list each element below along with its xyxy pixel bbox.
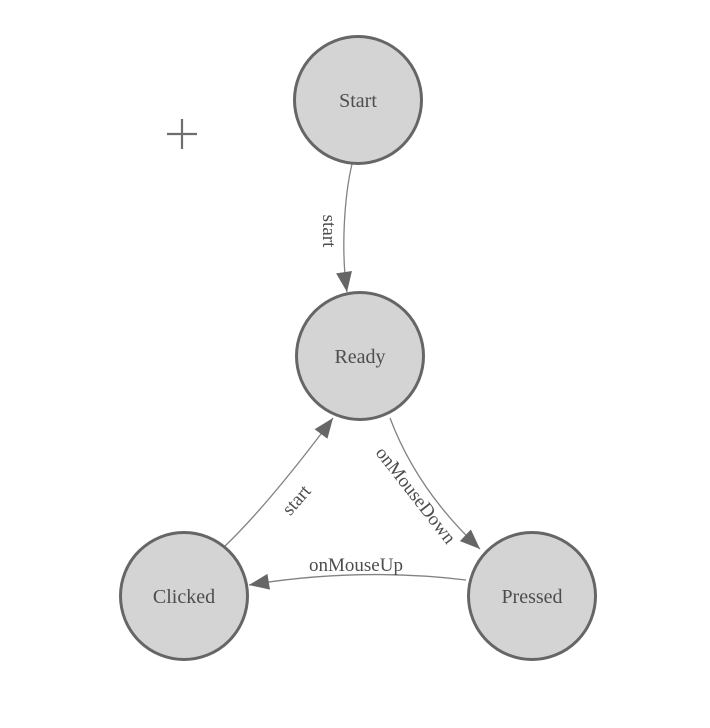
edge-start-to-ready-path[interactable] [336,163,353,293]
plus-crosshair-icon [167,119,197,149]
node-pressed-label: Pressed [501,586,562,608]
node-clicked[interactable]: Clicked [119,531,249,661]
node-clicked-circle[interactable] [119,531,249,661]
edge-pressed-to-clicked-label: onMouseUp [309,555,403,576]
edge-clicked-to-ready: start [223,417,334,548]
edge-start-to-ready: start [318,163,353,293]
edge-clicked-to-ready-path[interactable] [223,417,334,548]
node-ready-label: Ready [334,346,385,368]
node-ready-circle[interactable] [295,291,425,421]
node-pressed[interactable]: Pressed [467,531,597,661]
edge-ready-to-pressed: onMouseDown [371,417,481,550]
node-start[interactable]: Start [293,35,423,165]
node-pressed-circle[interactable] [467,531,597,661]
node-ready[interactable]: Ready [295,291,425,421]
edge-ready-to-pressed-path[interactable] [389,417,481,550]
edge-ready-to-pressed-label: onMouseDown [371,443,460,549]
edge-pressed-to-clicked-path[interactable] [248,573,467,590]
nodes-layer: Start Ready Clicked Pressed [119,35,597,661]
node-start-circle[interactable] [293,35,423,165]
edge-pressed-to-clicked: onMouseUp [248,555,467,590]
node-clicked-label: Clicked [153,586,215,608]
edge-start-to-ready-label: start [318,215,339,248]
node-start-label: Start [339,90,377,112]
edge-clicked-to-ready-label: start [278,481,316,520]
